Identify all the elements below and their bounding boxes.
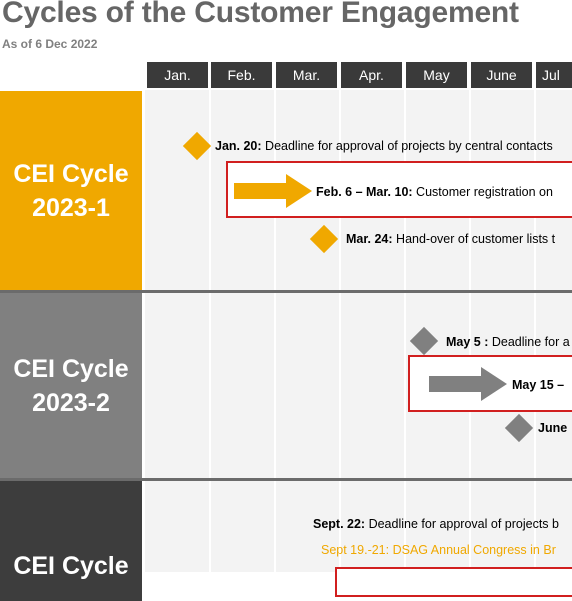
cycle-separator [0, 478, 572, 481]
event-c2-handover: June [538, 421, 568, 435]
month-jan: Jan. [147, 62, 208, 88]
month-mar: Mar. [276, 62, 337, 88]
grid-line [469, 90, 471, 572]
grid-line [534, 90, 536, 572]
month-feb: Feb. [211, 62, 272, 88]
cycle-2023-3-label: CEI Cycle [0, 481, 142, 601]
event-c2-registration: May 15 – [512, 378, 565, 392]
page-subtitle: As of 6 Dec 2022 [2, 37, 98, 51]
event-c1-registration: Feb. 6 – Mar. 10: Customer registration … [316, 185, 553, 199]
month-may: May [406, 62, 467, 88]
cycle-2023-1-label: CEI Cycle 2023-1 [0, 91, 142, 290]
month-header-row: Jan. Feb. Mar. Apr. May June Jul [0, 62, 572, 88]
event-c3-congress: Sept 19.-21: DSAG Annual Congress in Br [321, 543, 556, 557]
month-apr: Apr. [341, 62, 402, 88]
period-arrow-icon [234, 174, 312, 208]
grid-line [404, 90, 406, 572]
event-c3-deadline: Sept. 22: Deadline for approval of proje… [313, 517, 559, 531]
event-c2-deadline: May 5 : Deadline for a [446, 335, 570, 349]
grid-line [209, 90, 211, 572]
month-jun: June [471, 62, 532, 88]
month-jul: Jul [536, 62, 572, 88]
grid-line [339, 90, 341, 572]
page-title: Cycles of the Customer Engagement [2, 0, 519, 29]
period-arrow-icon [429, 367, 507, 401]
grid-line [274, 90, 276, 572]
event-c1-deadline: Jan. 20: Deadline for approval of projec… [215, 139, 553, 153]
cycle-2023-2-label: CEI Cycle 2023-2 [0, 293, 142, 478]
cycle-separator [0, 290, 572, 293]
event-c1-handover: Mar. 24: Hand-over of customer lists t [346, 232, 556, 246]
